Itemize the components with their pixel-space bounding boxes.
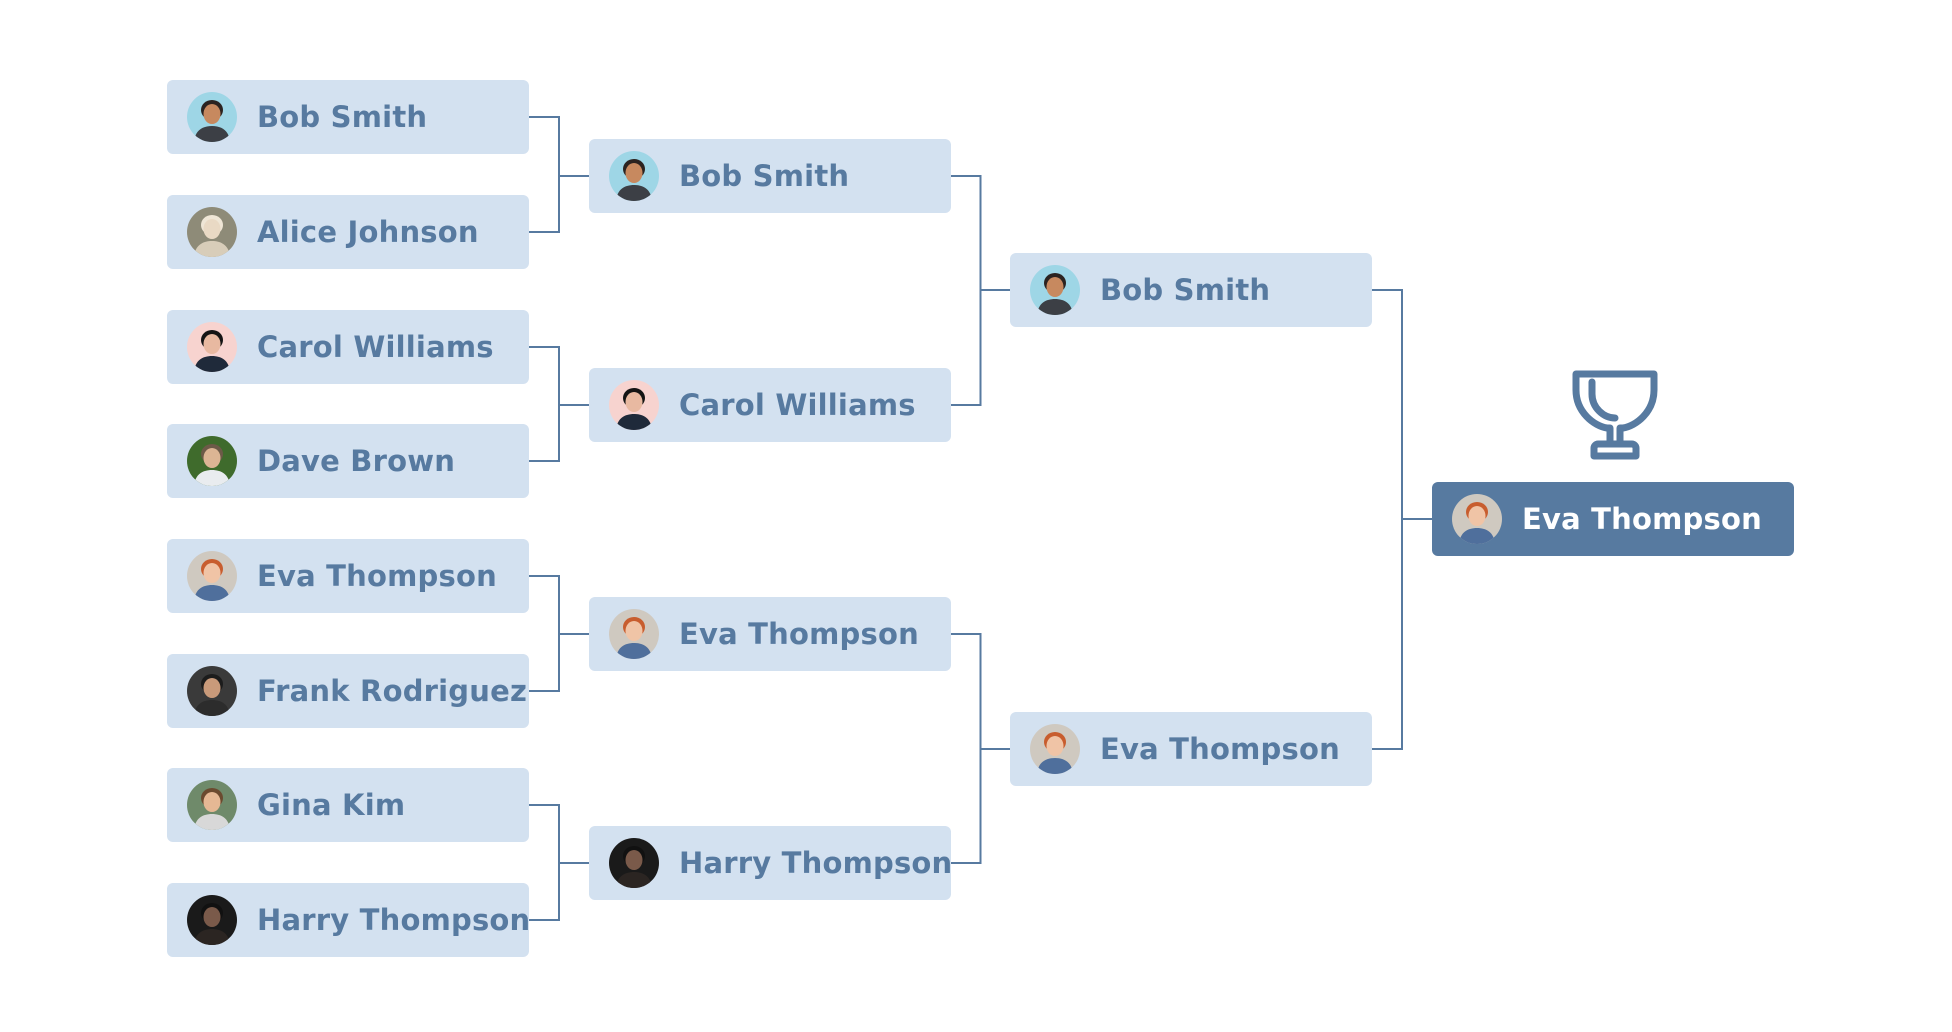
bracket-slot-r1-7[interactable]: Gina Kim: [167, 768, 529, 842]
bracket-slot-r2-1[interactable]: Bob Smith: [589, 139, 951, 213]
connector-r2-a: [951, 175, 1010, 406]
player-avatar: [187, 322, 237, 372]
bracket-slot-r1-8[interactable]: Harry Thompson: [167, 883, 531, 957]
bracket-slot-r1-2[interactable]: Alice Johnson: [167, 195, 529, 269]
connector-r2-b: [951, 633, 1010, 864]
player-avatar: [187, 895, 237, 945]
bracket-slot-r2-4[interactable]: Harry Thompson: [589, 826, 953, 900]
player-name: Carol Williams: [257, 330, 494, 364]
connector-r1-b: [529, 346, 589, 462]
champion-name: Eva Thompson: [1522, 502, 1762, 536]
player-name: Eva Thompson: [1100, 732, 1340, 766]
player-avatar: [187, 551, 237, 601]
player-name: Alice Johnson: [257, 215, 479, 249]
player-name: Harry Thompson: [679, 846, 953, 880]
player-avatar: [1030, 265, 1080, 315]
bracket-slot-r1-5[interactable]: Eva Thompson: [167, 539, 529, 613]
bracket-slot-r1-1[interactable]: Bob Smith: [167, 80, 529, 154]
player-name: Bob Smith: [257, 100, 428, 134]
bracket-slot-r2-2[interactable]: Carol Williams: [589, 368, 951, 442]
player-name: Gina Kim: [257, 788, 406, 822]
bracket-slot-r1-3[interactable]: Carol Williams: [167, 310, 529, 384]
connector-final: [1372, 289, 1432, 750]
player-avatar: [609, 380, 659, 430]
player-name: Carol Williams: [679, 388, 916, 422]
player-avatar: [609, 151, 659, 201]
bracket-slot-r3-2[interactable]: Eva Thompson: [1010, 712, 1372, 786]
player-avatar: [1030, 724, 1080, 774]
player-name: Dave Brown: [257, 444, 456, 478]
player-avatar: [187, 207, 237, 257]
bracket-slot-r1-6[interactable]: Frank Rodriguez: [167, 654, 529, 728]
player-avatar: [609, 609, 659, 659]
connector-r1-c: [529, 575, 589, 692]
player-avatar: [187, 92, 237, 142]
bracket-slot-r1-4[interactable]: Dave Brown: [167, 424, 529, 498]
bracket-slot-r2-3[interactable]: Eva Thompson: [589, 597, 951, 671]
player-avatar: [187, 780, 237, 830]
champion-slot[interactable]: Eva Thompson: [1432, 482, 1794, 556]
connector-r1-a: [529, 116, 589, 233]
connector-r1-d: [529, 804, 589, 921]
player-name: Bob Smith: [1100, 273, 1271, 307]
player-name: Harry Thompson: [257, 903, 531, 937]
player-avatar: [609, 838, 659, 888]
champion-avatar: [1452, 494, 1502, 544]
bracket-slot-r3-1[interactable]: Bob Smith: [1010, 253, 1372, 327]
player-name: Bob Smith: [679, 159, 850, 193]
player-avatar: [187, 666, 237, 716]
player-name: Frank Rodriguez: [257, 674, 528, 708]
trophy-icon: [1572, 370, 1658, 460]
player-name: Eva Thompson: [257, 559, 497, 593]
player-name: Eva Thompson: [679, 617, 919, 651]
player-avatar: [187, 436, 237, 486]
